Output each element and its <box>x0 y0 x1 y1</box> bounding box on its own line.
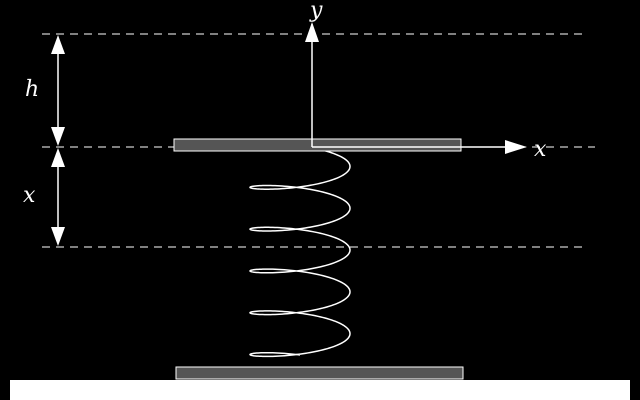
x-arrowhead-down <box>51 227 65 246</box>
top-plate <box>173 138 462 152</box>
base-plate <box>175 366 464 380</box>
h-label: h <box>25 77 39 102</box>
spring-coil <box>249 145 351 358</box>
h-arrowhead-up <box>51 35 65 54</box>
y-axis-arrowhead <box>305 22 319 42</box>
h-arrowhead-down <box>51 127 65 146</box>
y-axis-label: y <box>309 0 323 23</box>
x-axis-arrowhead <box>505 140 527 154</box>
x-displacement-label: x <box>23 183 36 208</box>
x-arrowhead-up <box>51 148 65 167</box>
x-axis-label: x <box>534 137 547 162</box>
ground-bar <box>10 380 630 400</box>
